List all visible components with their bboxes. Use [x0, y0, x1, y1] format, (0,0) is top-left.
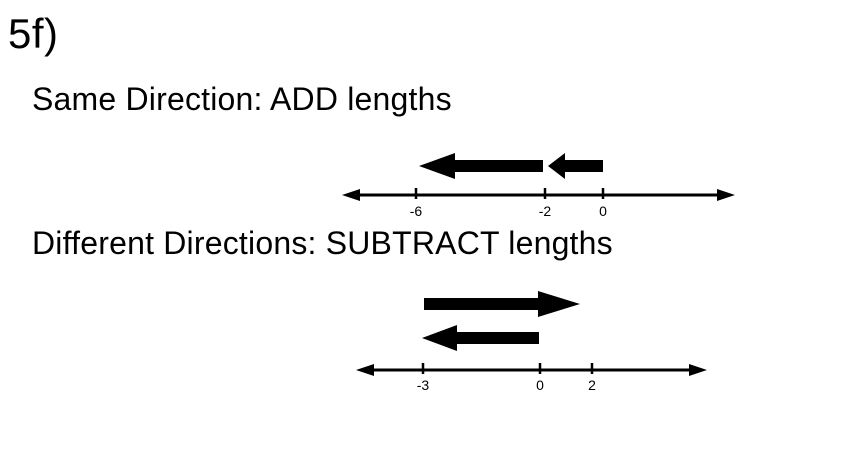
different-directions-heading: Different Directions: SUBTRACT lengths — [32, 225, 613, 261]
number-line-diagram-same-direction: -6 -2 0 — [342, 153, 735, 219]
axis-arrowhead-left — [342, 189, 360, 201]
tick-label: -2 — [539, 203, 552, 219]
axis-arrowhead-left — [356, 364, 374, 376]
vector-arrow-right — [424, 291, 580, 317]
same-direction-heading: Same Direction: ADD lengths — [32, 81, 452, 117]
vector-arrow-left — [422, 325, 539, 351]
tick-label: 0 — [599, 203, 607, 219]
axis-arrowhead-right — [689, 364, 707, 376]
vector-arrow-left — [419, 153, 543, 179]
tick-label: -3 — [417, 377, 430, 393]
problem-number: 5f) — [8, 10, 59, 57]
tick-label: 0 — [536, 377, 544, 393]
tick-label: -6 — [410, 203, 423, 219]
tick-label: 2 — [588, 377, 596, 393]
number-line-diagram-different-directions: -3 0 2 — [356, 291, 707, 393]
axis-arrowhead-right — [717, 189, 735, 201]
vector-arrow-left — [548, 153, 603, 179]
